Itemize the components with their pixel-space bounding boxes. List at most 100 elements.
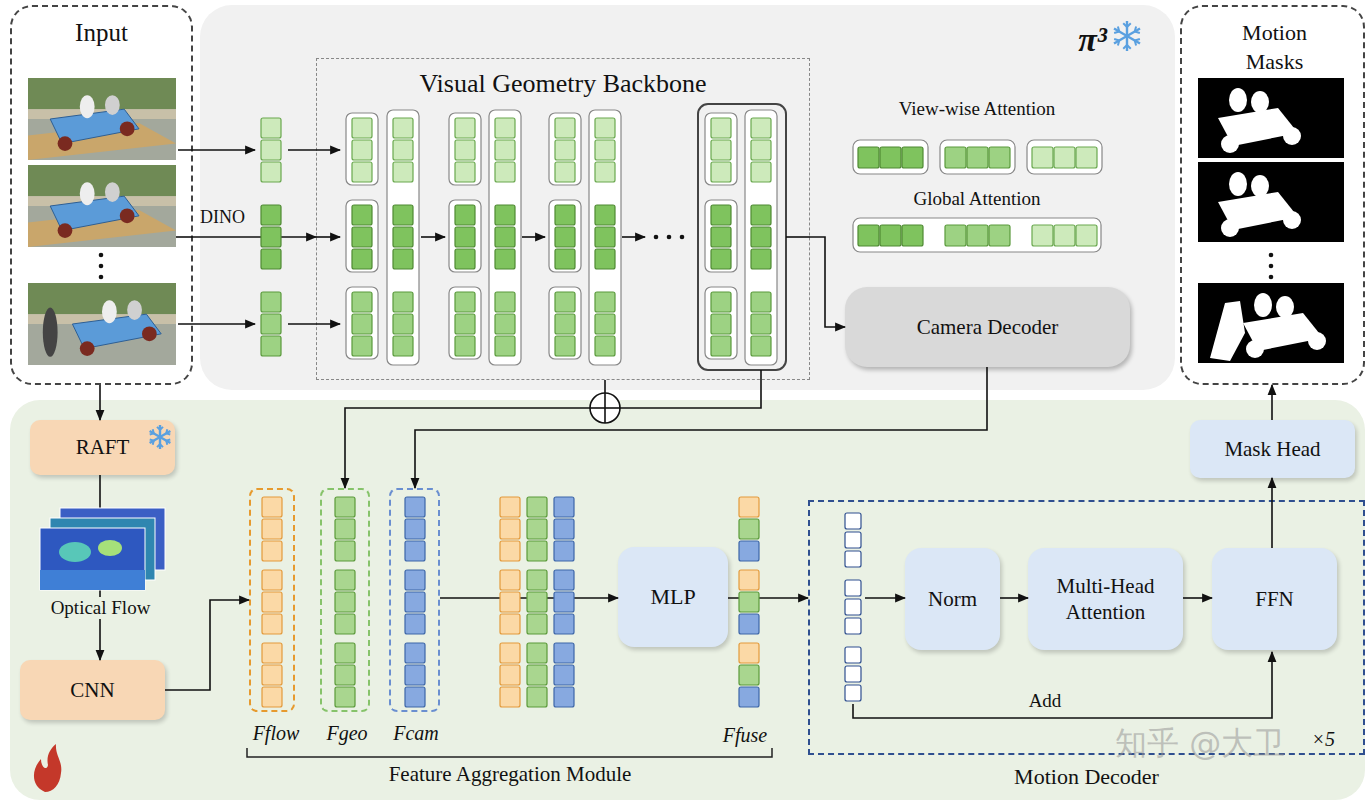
connector-arrow: [728, 597, 808, 599]
node-text: RAFT: [76, 435, 130, 460]
process-box: Multi-Head Attention: [1028, 548, 1183, 650]
node-text: Multi-Head Attention: [1046, 573, 1165, 626]
token-square: [500, 541, 520, 561]
node-text: ×5: [1312, 728, 1336, 751]
input-frame: [28, 78, 176, 160]
mask-image: [1243, 313, 1323, 351]
token-square: [845, 647, 861, 663]
token-square: [527, 665, 547, 685]
mask-image: [1198, 283, 1344, 363]
token-square: [335, 570, 355, 590]
mask-image: [1251, 175, 1269, 197]
mask-image: [1283, 211, 1301, 229]
node-text: Motion Decoder: [810, 764, 1363, 790]
token-square: [554, 592, 574, 612]
input-frame: [80, 95, 95, 118]
token-square: [845, 618, 861, 634]
token-square: [500, 519, 520, 539]
mask-image: [1218, 192, 1298, 230]
ellipsis-dot: [1269, 253, 1274, 258]
token-square: [262, 570, 282, 590]
input-frame: [127, 300, 142, 320]
input-frame: [50, 109, 139, 143]
token-square: [845, 551, 861, 567]
token-square: [405, 570, 425, 590]
token-square: [739, 541, 759, 561]
connector-arrow: [1183, 597, 1212, 599]
annotation-label: Ffuse: [710, 724, 780, 747]
mask-image: [1198, 162, 1344, 242]
token-square: [554, 614, 574, 634]
connector-arrow: [165, 600, 249, 690]
token-square: [335, 665, 355, 685]
node-text: Mask Head: [1224, 437, 1320, 462]
input-frame: [28, 283, 176, 314]
node-text: CNN: [70, 678, 114, 703]
ellipsis-dot: [1269, 275, 1274, 280]
ellipsis-dot: [99, 264, 104, 269]
token-square: [739, 687, 759, 707]
token-square: [405, 687, 425, 707]
token-square: [262, 592, 282, 612]
input-group: Input: [10, 5, 193, 385]
watermark: 知乎 @大卫: [1115, 722, 1365, 766]
connector-arrow: [1271, 385, 1273, 420]
flow-frame: [59, 542, 91, 562]
residual-wire: [853, 652, 1272, 718]
mask-image: [1229, 88, 1247, 112]
node-text: Visual Geometry Backbone: [317, 69, 809, 99]
token-square: [739, 643, 759, 663]
token-square: [845, 580, 861, 596]
input-frame: [72, 314, 161, 348]
sum-symbol: [590, 407, 620, 409]
connector-arrow: [1000, 597, 1028, 599]
input-frame: [28, 109, 176, 119]
node-text: Fgeo: [307, 722, 387, 745]
token-square: [845, 685, 861, 701]
token-square: [405, 541, 425, 561]
sum-symbol: [590, 393, 620, 423]
token-square: [405, 643, 425, 663]
token-square: [527, 497, 547, 517]
token-square: [527, 570, 547, 590]
decoder-group: Motion Decoder×5NormMulti-Head Attention…: [808, 500, 1365, 755]
process-box: CNN: [20, 660, 165, 720]
token-square: [554, 643, 574, 663]
token-square: [262, 541, 282, 561]
input-frame: [105, 95, 120, 115]
token-square: [845, 666, 861, 682]
output-group: Motion Masks: [1180, 5, 1365, 385]
token-square: [405, 614, 425, 634]
node-text: FFN: [1255, 587, 1294, 612]
node-text: π³: [1078, 21, 1107, 59]
ellipsis-dot: [1269, 264, 1274, 269]
input-frame: [80, 341, 95, 356]
token-square: [500, 665, 520, 685]
token-square: [554, 687, 574, 707]
sum-symbol: [604, 393, 606, 423]
input-frame: [43, 308, 58, 357]
ellipsis-dot: [99, 275, 104, 280]
token-square: [554, 541, 574, 561]
token-square: [739, 570, 759, 590]
input-frame: [142, 326, 157, 341]
feature-column: Fgeo: [320, 488, 370, 712]
token-square: [527, 614, 547, 634]
token-square: [527, 541, 547, 561]
token-square: [554, 665, 574, 685]
connector-arrow: [99, 475, 101, 660]
input-frame: [120, 121, 135, 136]
input-frame: [80, 182, 95, 205]
token-square: [335, 497, 355, 517]
process-box: FFN: [1212, 548, 1337, 650]
process-box: Norm: [905, 548, 1000, 650]
mask-image: [1221, 135, 1239, 153]
mask-image: [1276, 296, 1294, 318]
token-square: [405, 665, 425, 685]
token-square: [554, 497, 574, 517]
token-square: [527, 643, 547, 663]
token-square: [527, 519, 547, 539]
input-frame: [28, 78, 176, 109]
input-frame: [58, 136, 73, 151]
